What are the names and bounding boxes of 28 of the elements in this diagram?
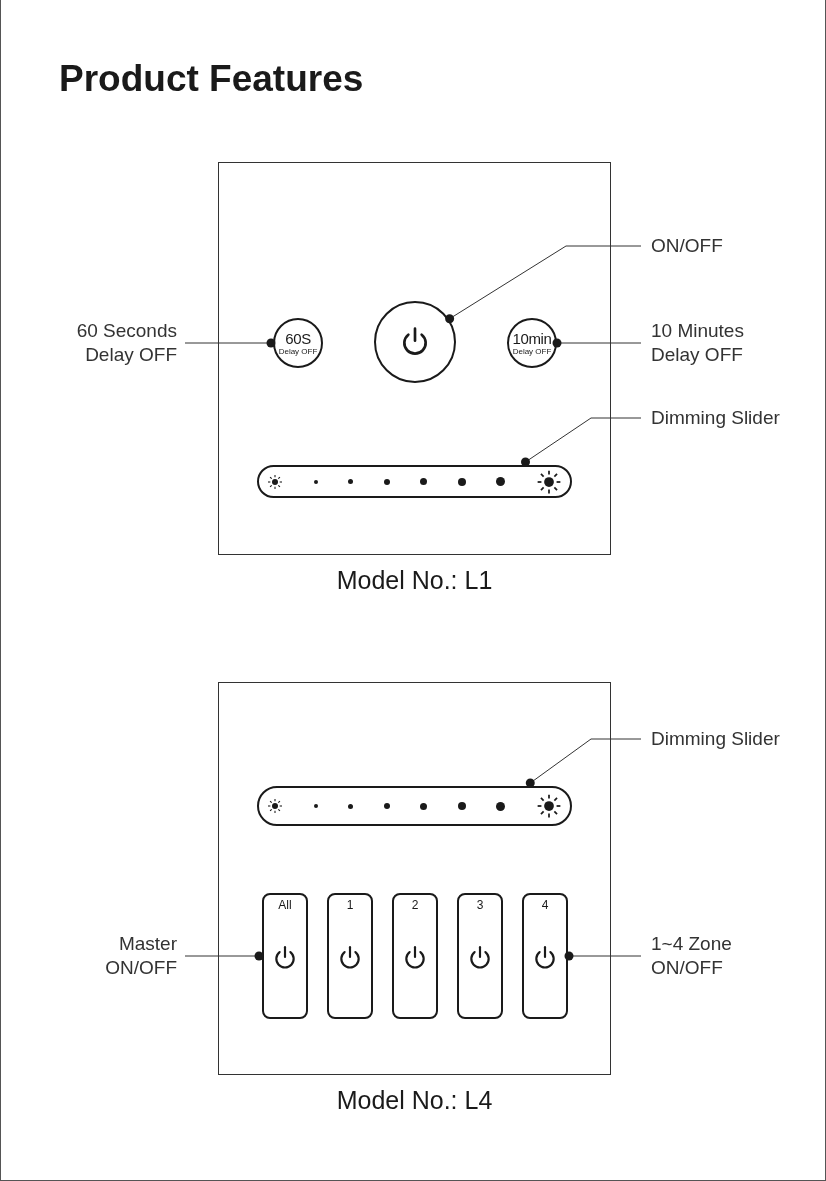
leader-line <box>552 338 642 348</box>
model-caption: Model No.: L1 <box>335 565 494 595</box>
callout-label: 60 Seconds Delay OFF <box>75 319 177 367</box>
timer-button: 10min Delay OFF <box>507 318 557 368</box>
callout-label: Dimming Slider <box>651 406 780 430</box>
page-title: Product Features <box>59 57 364 101</box>
zone-button: All <box>262 893 308 1019</box>
timer-button: 60S Delay OFF <box>273 318 323 368</box>
leader-line <box>184 951 264 961</box>
callout-label: Dimming Slider <box>651 727 780 751</box>
leader-line <box>564 951 642 961</box>
leader-line <box>445 245 642 324</box>
dimming-slider <box>257 786 572 826</box>
leader-line <box>184 338 276 348</box>
zone-button: 1 <box>327 893 373 1019</box>
callout-label: 10 Minutes Delay OFF <box>651 319 745 367</box>
model-caption: Model No.: L4 <box>335 1085 494 1115</box>
switch-panel <box>218 162 611 555</box>
zone-button: 3 <box>457 893 503 1019</box>
callout-label: 1~4 Zone ON/OFF <box>651 932 733 980</box>
leader-line <box>525 738 642 788</box>
leader-line <box>521 417 642 467</box>
callout-label: ON/OFF <box>651 234 723 258</box>
switch-panel <box>218 682 611 1075</box>
zone-button: 2 <box>392 893 438 1019</box>
dimming-slider <box>257 465 572 498</box>
zone-button: 4 <box>522 893 568 1019</box>
callout-label: Master ON/OFF <box>104 932 177 980</box>
